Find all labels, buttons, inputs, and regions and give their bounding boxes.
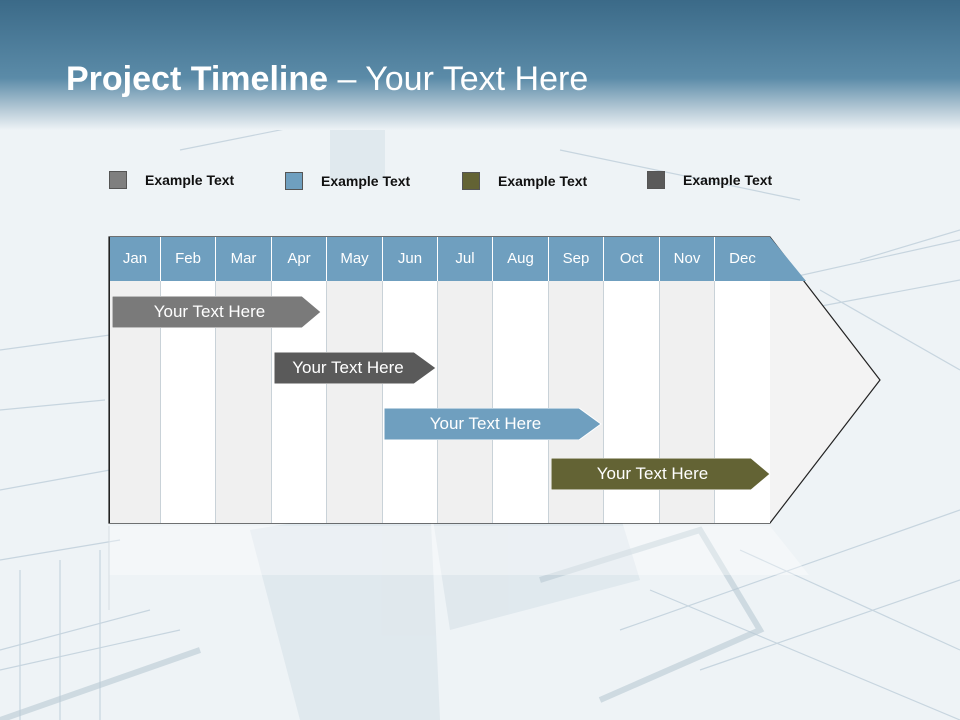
legend-swatch — [109, 171, 127, 189]
task-label: Your Text Here — [153, 302, 266, 321]
month-header-may: May — [326, 237, 382, 281]
page-title-rest: – Your Text Here — [328, 60, 589, 98]
legend-label: Example Text — [683, 172, 773, 188]
legend-label: Example Text — [145, 172, 235, 188]
task-label: Your Text Here — [429, 414, 542, 433]
month-header-feb: Feb — [160, 237, 215, 281]
task-bar: Your Text Here — [384, 408, 602, 440]
legend-item: Example Text — [285, 172, 410, 190]
task-bar: Your Text Here — [274, 352, 437, 384]
month-header-apr: Apr — [271, 237, 326, 281]
legend-swatch — [462, 172, 480, 190]
task-label: Your Text Here — [596, 464, 709, 483]
task-arrow-shape — [551, 458, 771, 490]
legend-item: Example Text — [647, 171, 772, 189]
page-title: Project Timeline – Your Text Here — [66, 60, 588, 99]
page-title-bold: Project Timeline — [66, 60, 329, 98]
month-header-jan: Jan — [109, 237, 160, 281]
task-arrow-shape — [112, 296, 322, 328]
month-column — [492, 281, 548, 523]
legend-label: Example Text — [498, 173, 588, 189]
month-header-dec: Dec — [714, 237, 770, 281]
legend-swatch — [285, 172, 303, 190]
task-arrow-shape — [274, 352, 437, 384]
month-header-nov: Nov — [659, 237, 714, 281]
month-header-mar: Mar — [215, 237, 271, 281]
legend-swatch — [647, 171, 665, 189]
title-bar — [0, 0, 960, 130]
month-column — [326, 281, 382, 523]
task-bar: Your Text Here — [551, 458, 771, 490]
month-header-sep: Sep — [548, 237, 603, 281]
legend-label: Example Text — [321, 173, 411, 189]
month-header-aug: Aug — [492, 237, 548, 281]
month-header-jun: Jun — [382, 237, 437, 281]
legend-item: Example Text — [109, 171, 234, 189]
task-bar: Your Text Here — [112, 296, 322, 328]
month-header-jul: Jul — [437, 237, 492, 281]
month-column — [382, 281, 437, 523]
month-column — [437, 281, 492, 523]
month-header-oct: Oct — [603, 237, 659, 281]
task-arrow-shape — [384, 408, 602, 440]
task-label: Your Text Here — [292, 358, 404, 377]
legend-item: Example Text — [462, 172, 587, 190]
